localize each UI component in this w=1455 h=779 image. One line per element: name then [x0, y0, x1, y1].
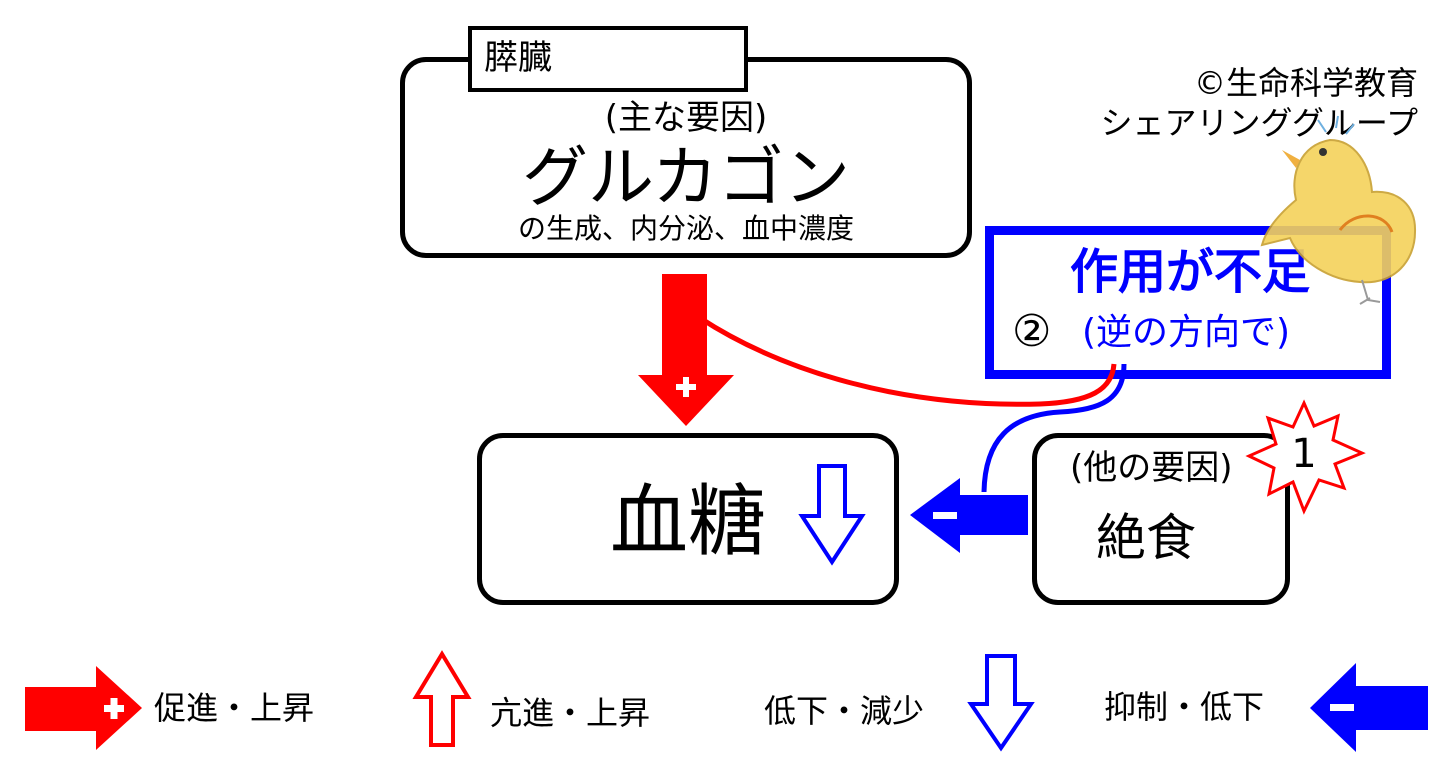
blue-link-curve [981, 363, 1127, 493]
hormone-caption: の生成、内分泌、血中濃度 [517, 212, 854, 245]
legend-enhance-up-arrow-icon [412, 650, 472, 747]
blood-sugar-down-arrow-icon [798, 464, 866, 566]
fasting-subtitle: (他の要因) [1070, 448, 1233, 488]
hormone-name: グルカゴン [521, 139, 851, 216]
organ-label: 膵臓 [484, 38, 552, 78]
organ-label-box [468, 26, 748, 92]
blood-sugar-label: 血糖 [610, 477, 767, 567]
badge-number: 1 [1291, 431, 1317, 477]
fasting-box [1032, 433, 1290, 605]
copyright-line1: ©生命科学教育 [1193, 64, 1418, 102]
red-link-curve [698, 315, 1117, 407]
deficiency-note: (逆の方向で) [1082, 312, 1291, 353]
legend-promote-arrow-icon [25, 666, 142, 750]
fasting-label: 絶食 [1096, 509, 1196, 567]
blood-sugar-box [477, 433, 899, 605]
legend-enhance-label: 亢進・上昇 [490, 694, 651, 732]
starburst-badge-icon [1245, 399, 1366, 515]
legend-decrease-label: 低下・減少 [764, 692, 925, 730]
deficiency-title: 作用が不足 [1069, 244, 1310, 300]
legend-inhibit-arrow-icon [1310, 663, 1428, 752]
deficiency-number: ② [1012, 306, 1052, 357]
pancreas-subtitle: (主な要因) [604, 98, 768, 138]
legend-inhibit-label: 抑制・低下 [1104, 688, 1265, 726]
legend-promote-label: 促進・上昇 [154, 689, 315, 727]
copyright-line2: シェアリンググループ [1100, 104, 1418, 142]
legend-decrease-down-arrow-icon [967, 654, 1035, 752]
chick-mascot-icon [1260, 115, 1417, 305]
promote-arrow [638, 274, 734, 426]
inhibit-arrow [910, 478, 1028, 553]
